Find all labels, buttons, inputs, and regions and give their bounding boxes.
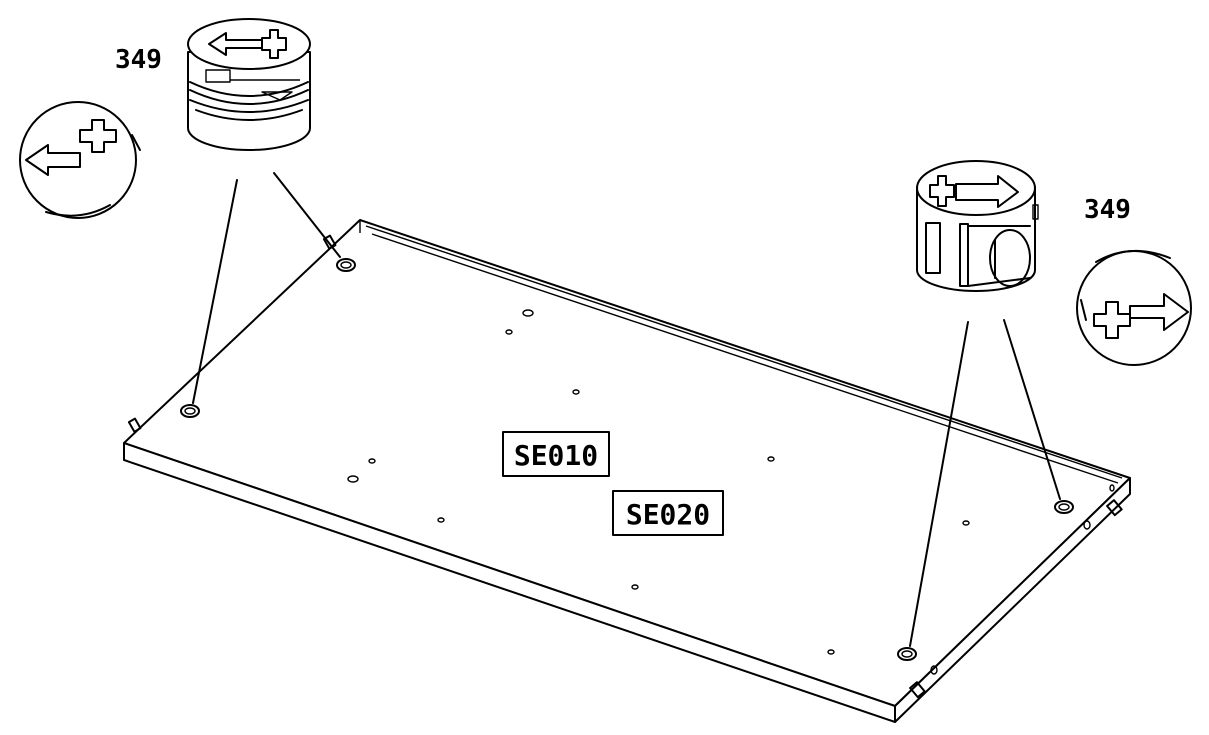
part-number-left: 349 xyxy=(115,45,162,75)
cam-lock-right-icon xyxy=(916,160,1039,292)
rotate-clockwise-icon xyxy=(1076,249,1192,366)
rotate-counterclockwise-icon xyxy=(19,101,141,219)
cam-lock-left-icon xyxy=(187,18,311,151)
board-panel-icon xyxy=(123,219,1131,723)
panel-code-se020: SE020 xyxy=(612,490,724,536)
part-number-right: 349 xyxy=(1084,195,1131,225)
leader-lines xyxy=(192,172,1061,647)
panel-code-1: SE010 xyxy=(514,439,598,472)
panel-code-2: SE020 xyxy=(626,498,710,531)
panel-code-se010: SE010 xyxy=(502,431,610,477)
